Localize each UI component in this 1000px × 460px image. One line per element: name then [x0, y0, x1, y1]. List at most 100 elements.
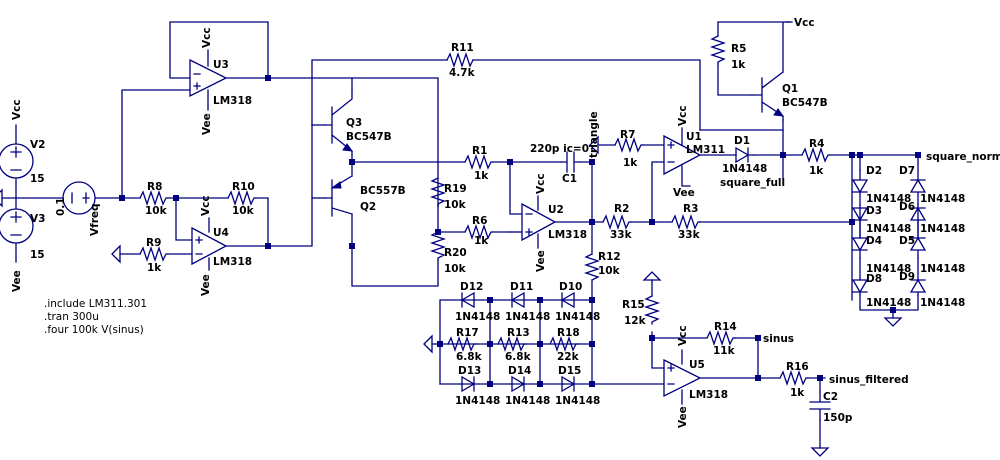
- opamp-u2: Vcc Vee U2 LM318: [521, 173, 587, 272]
- v3-vee-net: Vee: [11, 270, 23, 292]
- resistor-r9: [139, 245, 169, 263]
- r19-value: 10k: [444, 199, 467, 211]
- r11-ref: R11: [451, 42, 474, 54]
- u1-model: LM311: [686, 144, 725, 156]
- u2-ref: U2: [548, 204, 564, 216]
- comparator-u1: Vcc Vee U1 LM311: [663, 105, 725, 199]
- r11-value: 4.7k: [449, 67, 476, 79]
- d6-ref: D6: [899, 201, 915, 213]
- r4-value: 1k: [809, 165, 824, 177]
- sinus-net: sinus: [763, 333, 794, 345]
- u4-vee-label: Vee: [200, 274, 212, 296]
- resistor-r13: [497, 335, 527, 353]
- d5-ref: D5: [899, 235, 915, 247]
- r3-ref: R3: [683, 203, 698, 215]
- diode-d12: [460, 291, 475, 309]
- r20-ref: R20: [444, 247, 467, 259]
- resistor-r20: [429, 231, 447, 261]
- r9-ref: R9: [146, 237, 161, 249]
- diode-d13: [461, 375, 476, 393]
- diode-d14: [511, 375, 526, 393]
- resistor-r11: [446, 51, 474, 69]
- resistor-r12: [583, 253, 601, 281]
- resistor-r8: [139, 189, 169, 207]
- resistor-r5: [709, 35, 727, 65]
- resistors: [139, 35, 831, 387]
- diode-d11: [510, 291, 525, 309]
- wires: [1, 21, 921, 449]
- sinus-filtered-net: sinus_filtered: [829, 374, 909, 386]
- v2-value: 15: [30, 173, 45, 185]
- r10-ref: R10: [232, 181, 255, 193]
- d9-ref: D9: [899, 271, 915, 283]
- d13-ref: D13: [458, 365, 481, 377]
- voltage-source-vfreq: Vfreq 0.1: [55, 181, 101, 236]
- voltage-source-v2: V2 15: [0, 139, 45, 185]
- c1-ref: C1: [562, 173, 577, 185]
- d14-model: 1N4148: [505, 395, 550, 407]
- opamp-u3: Vcc Vee U3 LM318: [189, 27, 252, 135]
- q3-model: BC547B: [346, 131, 392, 143]
- ground-icon: [0, 188, 3, 208]
- r19-ref: R19: [444, 183, 467, 195]
- d12-ref: D12: [460, 281, 483, 293]
- diode-d6: [909, 206, 927, 239]
- resistor-r4: [801, 146, 831, 164]
- opamp-u4: Vcc Vee U4 LM318: [191, 195, 252, 296]
- d11-model: 1N4148: [505, 311, 550, 323]
- component-labels: R8 10k R10 10k R9 1k R11 4.7k R1 1k R6 1…: [145, 42, 965, 424]
- d3-model: 1N4148: [866, 223, 911, 235]
- r13-ref: R13: [507, 327, 530, 339]
- transistor-q3: Q3 BC547B: [324, 89, 392, 163]
- r14-value: 11k: [713, 345, 736, 357]
- resistor-r10: [227, 189, 257, 207]
- u5-model: LM318: [689, 389, 728, 401]
- v3-value: 15: [30, 249, 45, 261]
- resistor-r2: [602, 213, 632, 231]
- ground-icon: [883, 317, 903, 327]
- r6-value: 1k: [474, 235, 489, 247]
- resistor-r16: [779, 369, 809, 387]
- resistor-r6: [464, 223, 493, 241]
- u3-vee-label: Vee: [201, 113, 213, 135]
- capacitor-c2: [809, 391, 831, 421]
- ground-icon: [589, 135, 599, 155]
- vfreq-ref: Vfreq: [89, 203, 101, 236]
- v2-ref: V2: [30, 139, 45, 151]
- square-norm-net: square_norm: [926, 151, 1000, 163]
- r16-ref: R16: [786, 361, 809, 373]
- d15-ref: D15: [558, 365, 581, 377]
- opamp-u5: Vcc Vee U5 LM318: [663, 325, 728, 428]
- r17-value: 6.8k: [456, 351, 483, 363]
- capacitor-c1: [560, 151, 581, 173]
- net-labels: Vcc Vee Vcc triangle square_full square_…: [11, 17, 1000, 386]
- diode-d15: [561, 375, 576, 393]
- d5-model: 1N4148: [920, 263, 965, 275]
- d1-ref: D1: [734, 135, 750, 147]
- r20-value: 10k: [444, 263, 467, 275]
- d7-ref: D7: [899, 165, 915, 177]
- r5-value: 1k: [731, 59, 746, 71]
- spice-directives: .include LM311.301 .tran 300u .four 100k…: [44, 298, 147, 336]
- u4-ref: U4: [213, 227, 229, 239]
- triangle-net: triangle: [588, 111, 600, 158]
- d11-ref: D11: [510, 281, 533, 293]
- d4-model: 1N4148: [866, 263, 911, 275]
- voltage-source-v3: V3 15: [0, 208, 45, 261]
- d10-model: 1N4148: [555, 311, 600, 323]
- directive-four: .four 100k V(sinus): [44, 324, 144, 336]
- r2-ref: R2: [614, 203, 629, 215]
- q2-ref: Q2: [360, 201, 376, 213]
- r12-value: 10k: [598, 265, 621, 277]
- diodes: [460, 146, 927, 393]
- directive-include: .include LM311.301: [44, 298, 147, 310]
- u2-vcc-label: Vcc: [535, 173, 547, 194]
- d2-model: 1N4148: [866, 193, 911, 205]
- u4-model: LM318: [213, 256, 252, 268]
- resistor-r15: [643, 295, 661, 325]
- diode-d3: [851, 207, 869, 239]
- q1-ref: Q1: [782, 83, 798, 95]
- d12-model: 1N4148: [455, 311, 500, 323]
- resistor-r3: [671, 213, 701, 231]
